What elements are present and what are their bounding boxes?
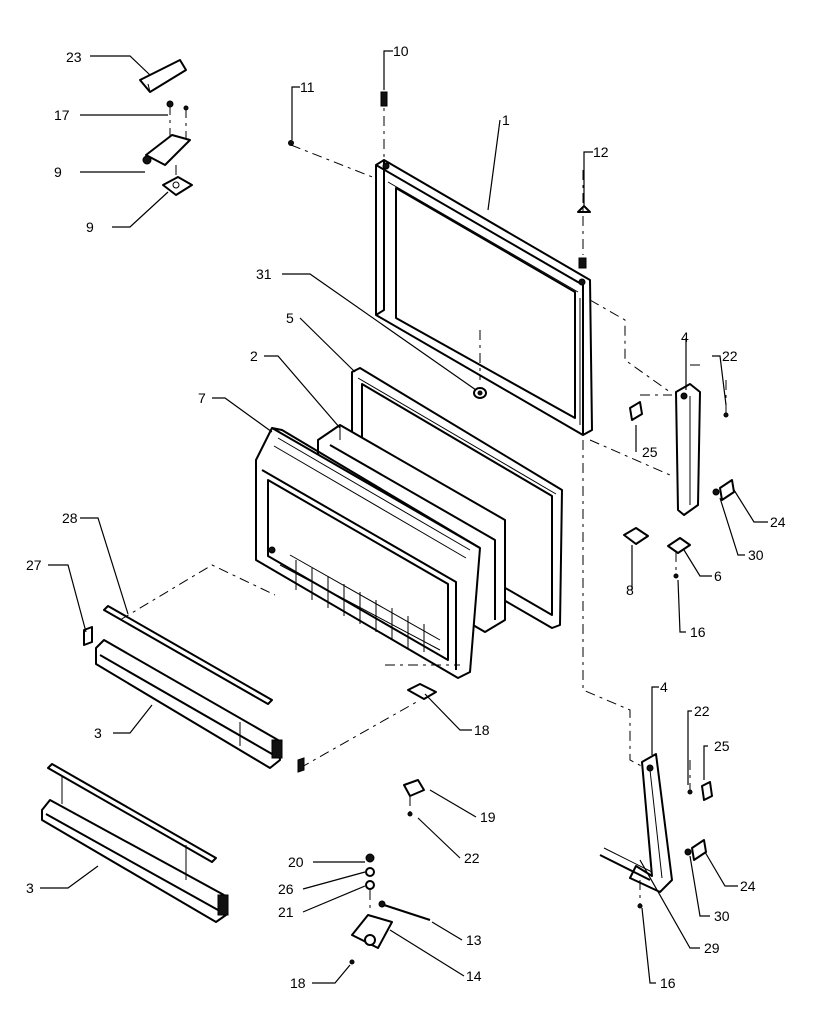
callout-24-upper: 24 — [770, 514, 786, 530]
callout-27: 27 — [26, 557, 42, 573]
callout-3-upper: 3 — [94, 725, 102, 741]
part-3-door-shelf-upper — [95, 639, 305, 773]
callout-18-upper: 18 — [474, 722, 490, 738]
part-28-shelf-rail-upper — [103, 605, 273, 705]
callout-29: 29 — [704, 940, 720, 956]
callout-13: 12 — [593, 144, 609, 160]
callout-2: 2 — [250, 348, 258, 364]
callout-4-lower: 4 — [660, 679, 668, 695]
callout-19: 19 — [480, 809, 496, 825]
part-28-shelf-rail-lower — [47, 763, 217, 863]
callout-21: 21 — [278, 904, 294, 920]
part-23-handle-trim — [139, 59, 187, 93]
part-1-door-frame — [375, 159, 593, 436]
callout-6: 6 — [714, 568, 722, 584]
callout-17: 17 — [54, 107, 70, 123]
callout-3-lower: 3 — [26, 880, 34, 896]
callout-28: 28 — [62, 510, 78, 526]
callout-30-upper: 30 — [748, 547, 764, 563]
callout-4-upper: 4 — [681, 329, 689, 345]
callout-12: 11 — [300, 79, 315, 95]
callout-18-lower: 18 — [290, 975, 306, 991]
callout-labels: 23 17 9 9 10 11 1 12 31 5 2 7 28 27 3 18… — [26, 43, 786, 991]
callout-25-lower: 25 — [714, 738, 730, 754]
callout-1: 1 — [502, 112, 510, 128]
callout-22-mid: 22 — [694, 703, 710, 719]
callout-22-upper: 22 — [722, 348, 738, 364]
callout-15: 14 — [466, 968, 482, 984]
basket-wire-rack — [279, 554, 441, 652]
part-3-door-shelf-lower — [41, 775, 229, 923]
part-4-hinge-bar-upper — [623, 383, 735, 579]
callout-23: 23 — [66, 49, 82, 65]
callout-20: 20 — [288, 854, 304, 870]
part-19-bracket — [403, 779, 425, 817]
part-31-bumper — [473, 330, 487, 399]
callout-30-lower: 30 — [714, 908, 730, 924]
callout-26: 26 — [278, 881, 294, 897]
callout-9: 9 — [86, 219, 94, 235]
callout-25-upper: 25 — [642, 444, 658, 460]
part-7-freezer-basket — [255, 427, 481, 679]
assembly-dash-lines — [119, 299, 727, 769]
leader-lines — [40, 50, 768, 984]
callout-8: 8 — [626, 582, 634, 598]
callout-31: 31 — [256, 266, 272, 282]
callout-22-lower: 22 — [464, 850, 480, 866]
callout-11: 10 — [393, 43, 409, 59]
callout-5: 5 — [286, 310, 294, 326]
callout-16-upper: 16 — [690, 624, 706, 640]
part-10-hinge-assembly — [142, 100, 193, 196]
callout-24-lower: 24 — [740, 878, 756, 894]
callout-10: 9 — [54, 164, 62, 180]
callout-7: 7 — [198, 390, 206, 406]
callout-14: 13 — [466, 932, 482, 948]
part-15-lower-hinge — [349, 853, 431, 965]
part-18-pad — [407, 683, 437, 700]
callout-16-lower: 16 — [660, 975, 676, 991]
part-4-hinge-bar-lower — [599, 753, 713, 909]
